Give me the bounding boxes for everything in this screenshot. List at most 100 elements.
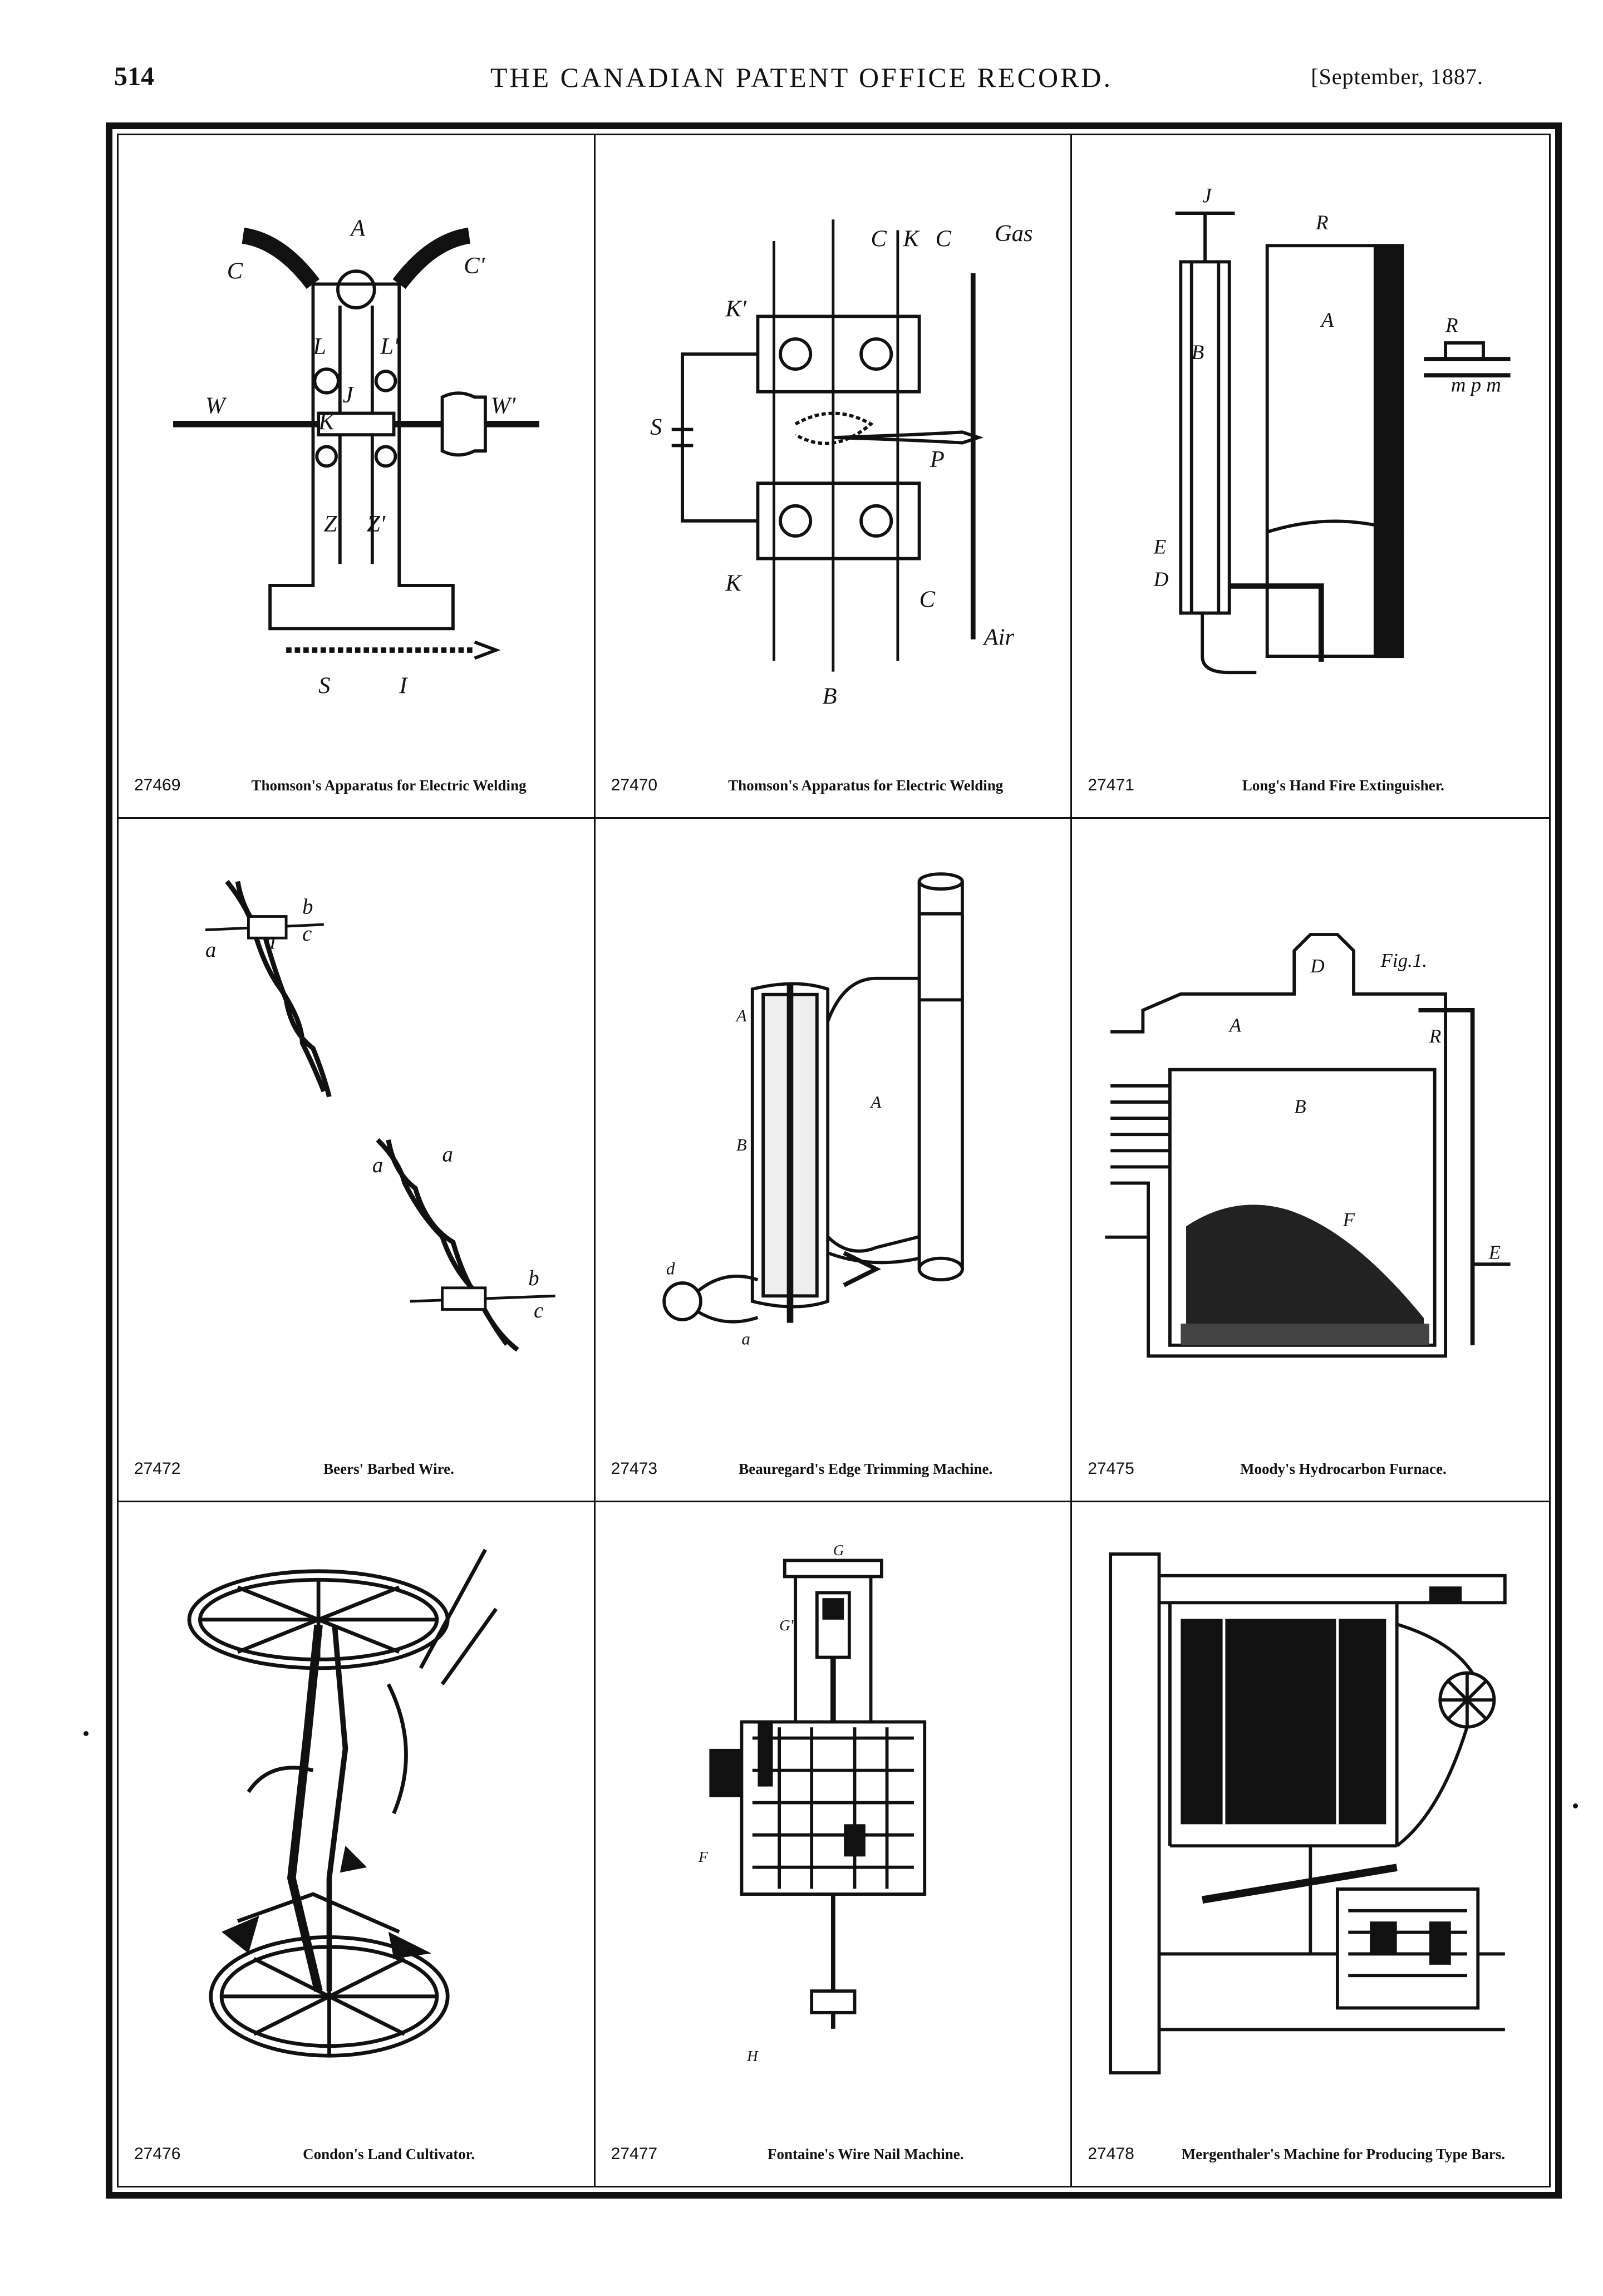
svg-text:A: A [735,1006,746,1025]
svg-text:a: a [205,938,216,962]
svg-text:D: D [1310,955,1325,977]
svg-text:F: F [1343,1209,1355,1231]
figure-caption: 27473 Beauregard's Edge Trimming Machine… [611,1459,1060,1478]
figure-caption: 27472 Beers' Barbed Wire. [134,1459,583,1478]
svg-text:W': W' [491,392,516,419]
svg-text:K: K [725,571,743,597]
svg-text:S: S [650,414,662,440]
svg-text:a: a [264,931,275,954]
svg-text:B: B [822,684,837,710]
svg-text:c: c [534,1299,543,1322]
patent-title: Beers' Barbed Wire. [323,1461,454,1477]
patent-number: 27475 [1088,1459,1134,1478]
page-number: 514 [114,62,154,91]
patent-title: Mergenthaler's Machine for Producing Typ… [1181,2146,1506,2162]
patent-title: Beauregard's Edge Trimming Machine. [739,1461,993,1477]
svg-text:C': C' [464,253,485,279]
figure-cell-27476: 27476 Condon's Land Cultivator. [119,1502,596,2186]
land-cultivator-drawing [141,1525,572,2102]
figure-caption: 27477 Fontaine's Wire Nail Machine. [611,2145,1060,2164]
svg-text:P: P [930,446,945,473]
svg-text:a: a [741,1329,750,1348]
svg-text:b: b [302,896,313,919]
figure-cell-27478: 27478 Mergenthaler's Machine for Produci… [1072,1502,1549,2186]
issue-date: [September, 1887. [1311,64,1483,89]
svg-text:R: R [1315,211,1329,234]
patent-title: Thomson's Apparatus for Electric Welding [251,777,527,794]
patent-number: 27471 [1088,776,1134,794]
figure-caption: 27471 Long's Hand Fire Extinguisher. [1088,776,1538,795]
type-bar-machine-drawing [1094,1525,1527,2102]
patent-title: Moody's Hydrocarbon Furnace. [1240,1461,1447,1477]
svg-text:C: C [871,226,887,252]
patent-number: 27473 [611,1459,658,1478]
svg-text:G': G' [779,1617,794,1634]
svg-text:K: K [318,409,336,435]
svg-text:R: R [1445,314,1458,337]
svg-text:A: A [349,215,366,241]
svg-text:S: S [318,672,330,699]
svg-text:B: B [736,1135,746,1154]
svg-text:E: E [1153,535,1167,558]
svg-text:Z': Z' [367,511,386,537]
svg-text:Air: Air [982,624,1014,650]
svg-text:C: C [227,258,243,284]
patent-number: 27470 [611,776,658,794]
svg-text:Z: Z [324,511,338,537]
svg-text:E: E [1488,1242,1501,1263]
illustration-plate: A C C' L L' J W K W' Z Z' S I 27469 Thomson's App… [106,122,1562,2199]
svg-text:I: I [399,672,408,699]
figure-caption: 27475 Moody's Hydrocarbon Furnace. [1088,1459,1538,1478]
svg-text:B: B [1295,1095,1306,1117]
svg-text:W: W [205,392,227,419]
svg-text:K': K' [725,296,746,322]
svg-text:b: b [528,1267,539,1290]
svg-text:D: D [1153,568,1169,591]
svg-text:A: A [1228,1015,1242,1036]
patent-number: 27477 [611,2145,658,2163]
svg-text:Gas: Gas [995,220,1033,247]
figure-caption: 27478 Mergenthaler's Machine for Produci… [1088,2145,1538,2164]
svg-text:L': L' [380,333,399,360]
svg-text:H: H [746,2048,759,2064]
figure-grid: A C C' L L' J W K W' Z Z' S I 27469 Thomson's App… [119,135,1549,2186]
svg-text:L: L [312,333,326,360]
svg-text:A: A [1320,308,1334,331]
patent-title: Thomson's Apparatus for Electric Welding [728,777,1004,794]
patent-title: Fontaine's Wire Nail Machine. [767,2146,964,2162]
figure-caption: 27470 Thomson's Apparatus for Electric W… [611,776,1060,795]
svg-text:J: J [1202,184,1212,207]
patent-number: 27472 [134,1459,181,1478]
figure-caption: 27469 Thomson's Apparatus for Electric W… [134,776,583,795]
svg-text:F: F [698,1848,708,1865]
margin-dot [1573,1803,1578,1808]
page-header: 514 THE CANADIAN PATENT OFFICE RECORD. [… [0,61,1603,106]
svg-text:K: K [902,226,920,252]
svg-text:a: a [442,1143,453,1167]
svg-text:m p m: m p m [1451,373,1501,396]
svg-text:c: c [302,922,312,946]
patent-number: 27478 [1088,2145,1134,2163]
hydrocarbon-furnace-drawing: Fig.1. D A B F E R [1094,841,1527,1417]
svg-text:R: R [1429,1025,1441,1047]
patent-title: Long's Hand Fire Extinguisher. [1242,777,1444,794]
margin-dot [83,1731,88,1736]
svg-text:d: d [666,1259,675,1279]
svg-text:C: C [919,587,935,613]
patent-number: 27476 [134,2145,181,2163]
patent-title: Condon's Land Cultivator. [303,2146,475,2162]
figure-caption: 27476 Condon's Land Cultivator. [134,2145,583,2164]
svg-text:Fig.1.: Fig.1. [1380,950,1427,971]
